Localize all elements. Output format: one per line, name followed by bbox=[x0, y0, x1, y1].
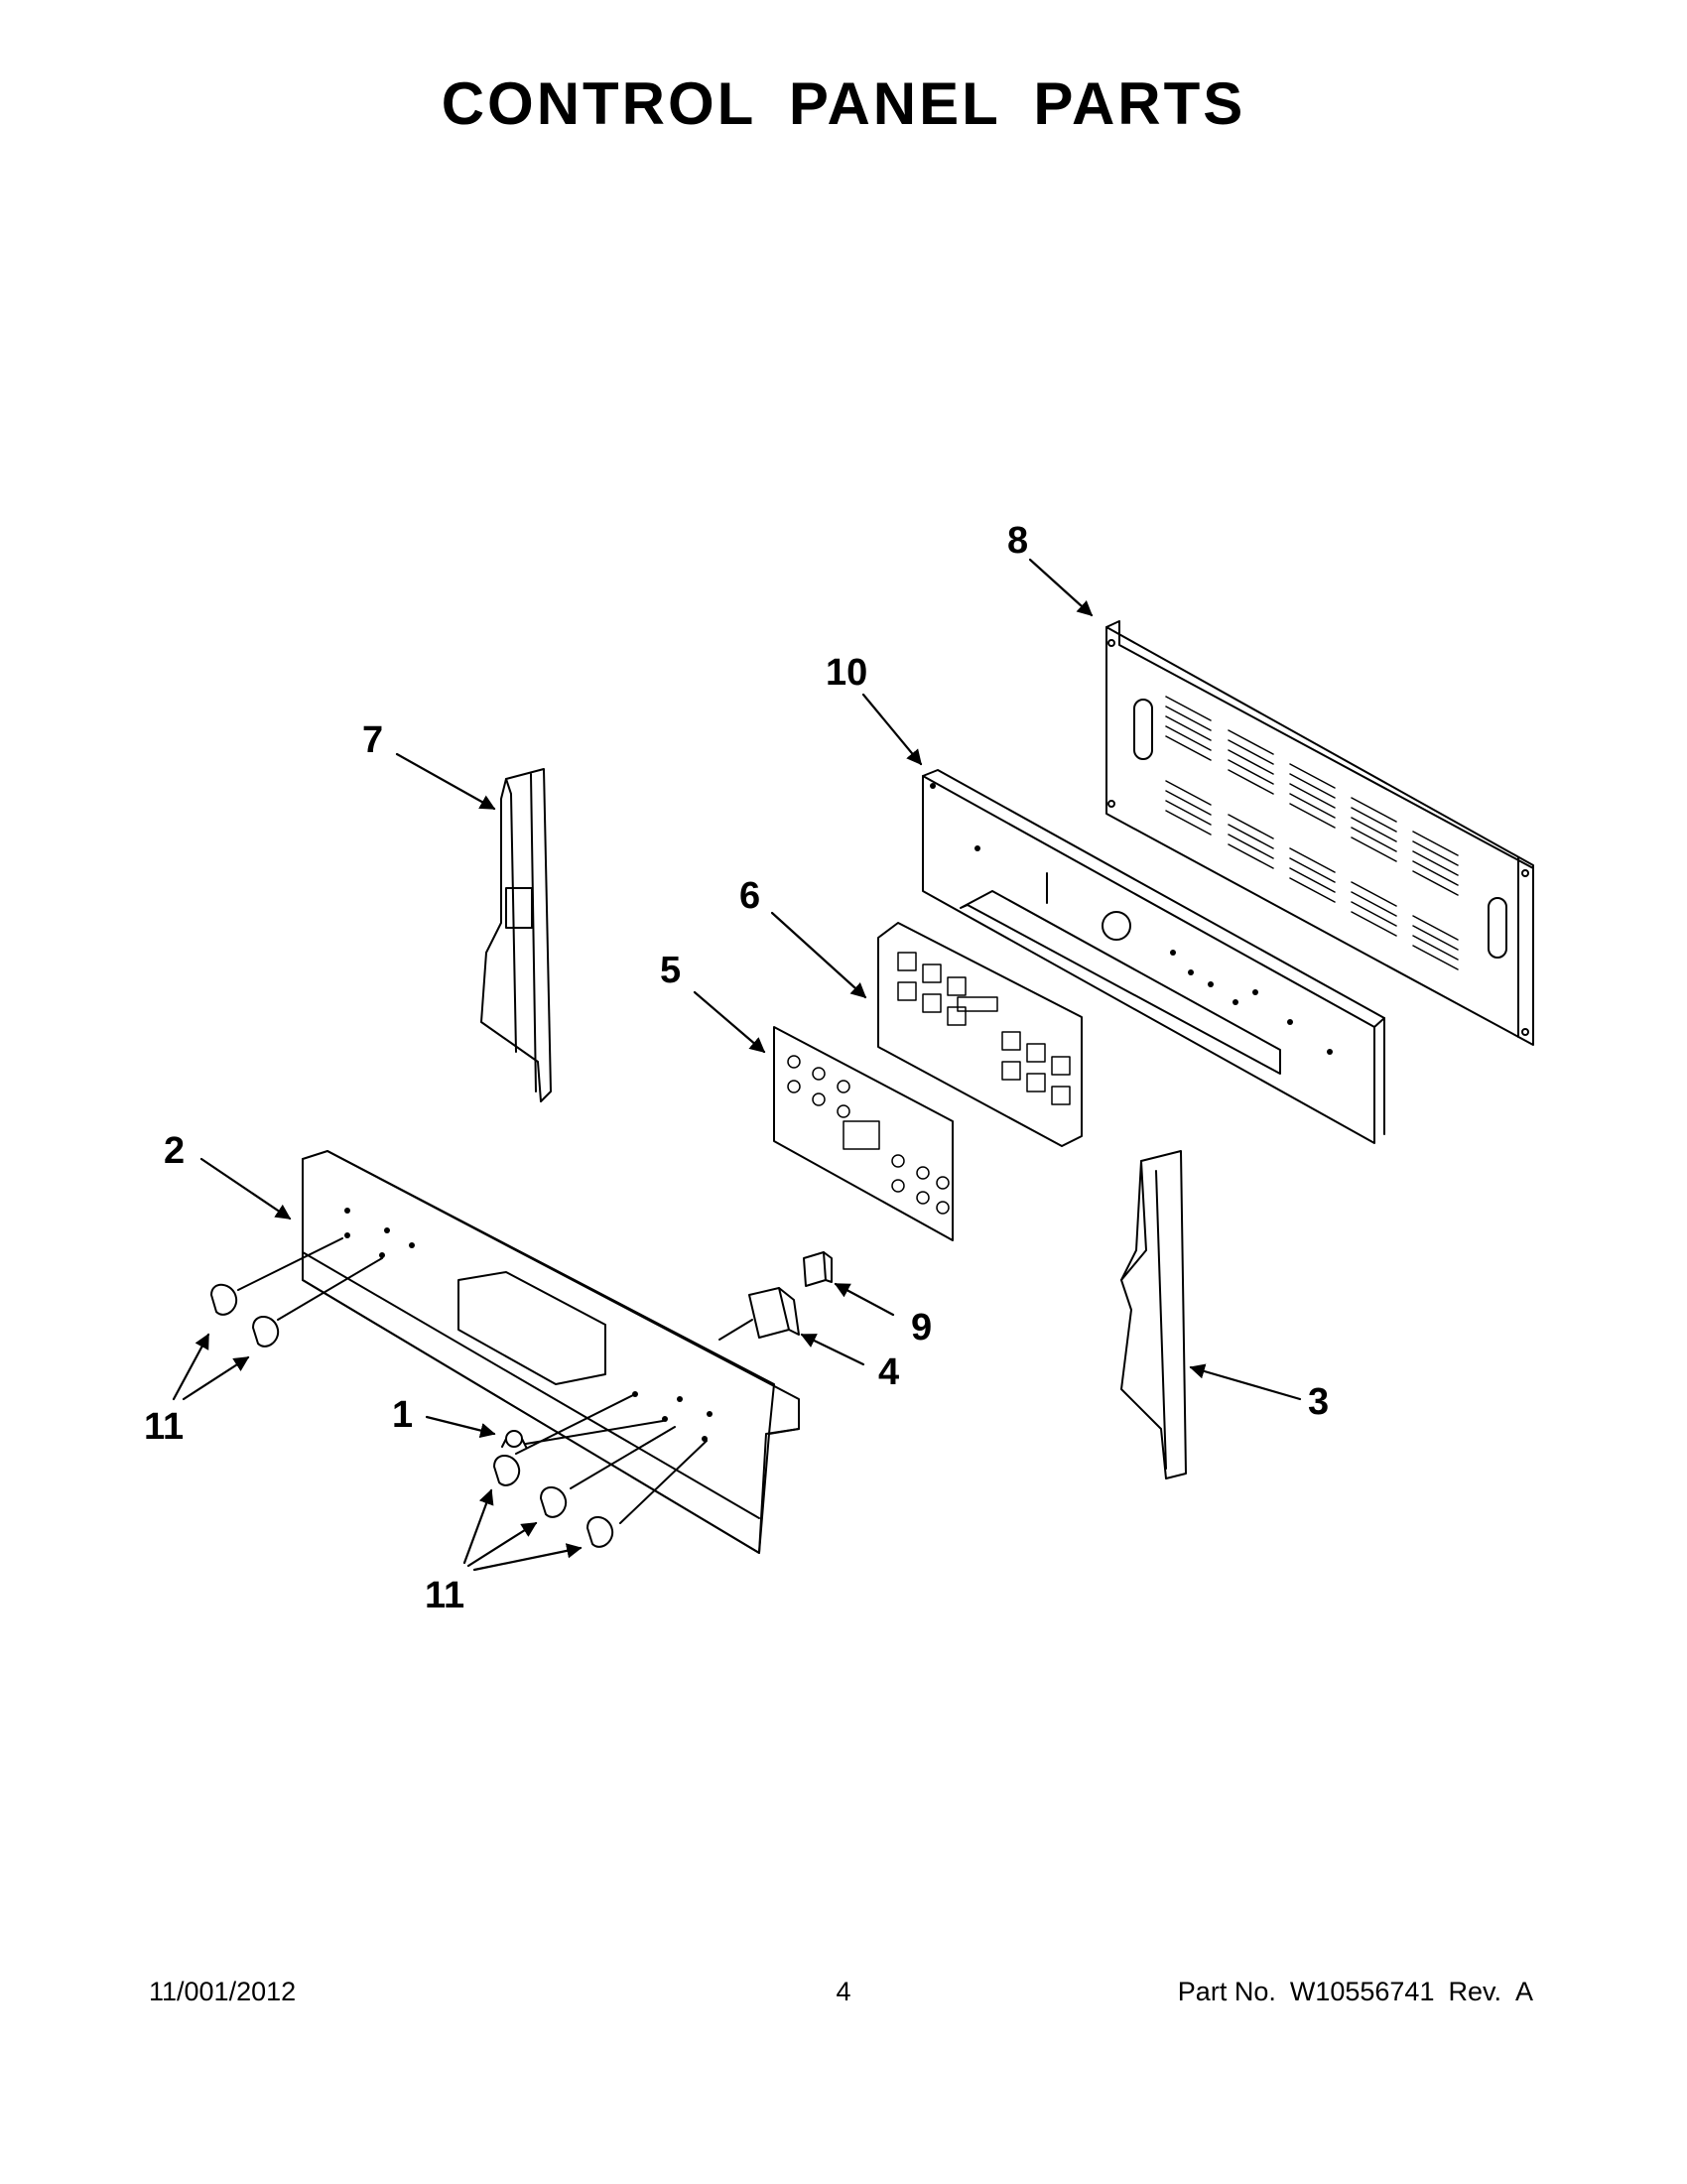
part-number: W10556741 bbox=[1289, 1977, 1435, 2006]
callout-11-left: 11 bbox=[144, 1406, 184, 1448]
callout-9: 9 bbox=[911, 1307, 932, 1349]
part-8-rear-panel bbox=[1105, 620, 1534, 1046]
footer-date: 11/001/2012 bbox=[149, 1977, 297, 2006]
rev-value: A bbox=[1514, 1977, 1533, 2006]
leader-arrows bbox=[172, 558, 1302, 1572]
callout-3: 3 bbox=[1308, 1381, 1329, 1423]
part-5-touch-overlay bbox=[773, 1026, 954, 1241]
part-1-indicator-lens bbox=[501, 1430, 527, 1448]
part-10-mounting-bracket bbox=[922, 769, 1385, 1144]
page-title: CONTROL PANEL PARTS bbox=[441, 70, 1246, 137]
callout-11-bottom: 11 bbox=[425, 1575, 464, 1616]
callout-2: 2 bbox=[164, 1130, 185, 1172]
part-label: Part No. bbox=[1177, 1977, 1276, 2006]
callout-10: 10 bbox=[826, 652, 867, 694]
callout-8: 8 bbox=[1007, 520, 1028, 562]
part-9-switch bbox=[803, 1251, 833, 1287]
callout-7: 7 bbox=[362, 719, 383, 761]
part-7-left-endcap bbox=[480, 768, 552, 1102]
footer-page-number: 4 bbox=[836, 1977, 851, 2006]
part-2-control-panel bbox=[237, 1150, 800, 1554]
callout-5: 5 bbox=[660, 950, 681, 991]
part-11-knobs bbox=[210, 1283, 614, 1548]
footer-part-info: Part No. W10556741 Rev. A bbox=[1178, 1977, 1533, 2007]
callout-6: 6 bbox=[739, 875, 760, 917]
part-4-selector-switch bbox=[718, 1287, 800, 1341]
part-6-control-board bbox=[877, 922, 1083, 1147]
callout-4: 4 bbox=[878, 1351, 899, 1393]
callout-labels: 8 10 7 6 5 2 9 4 3 1 11 11 bbox=[144, 520, 1329, 1616]
part-3-right-endcap bbox=[1120, 1150, 1187, 1479]
callout-1: 1 bbox=[392, 1394, 413, 1436]
rev-label: Rev. bbox=[1448, 1977, 1501, 2006]
